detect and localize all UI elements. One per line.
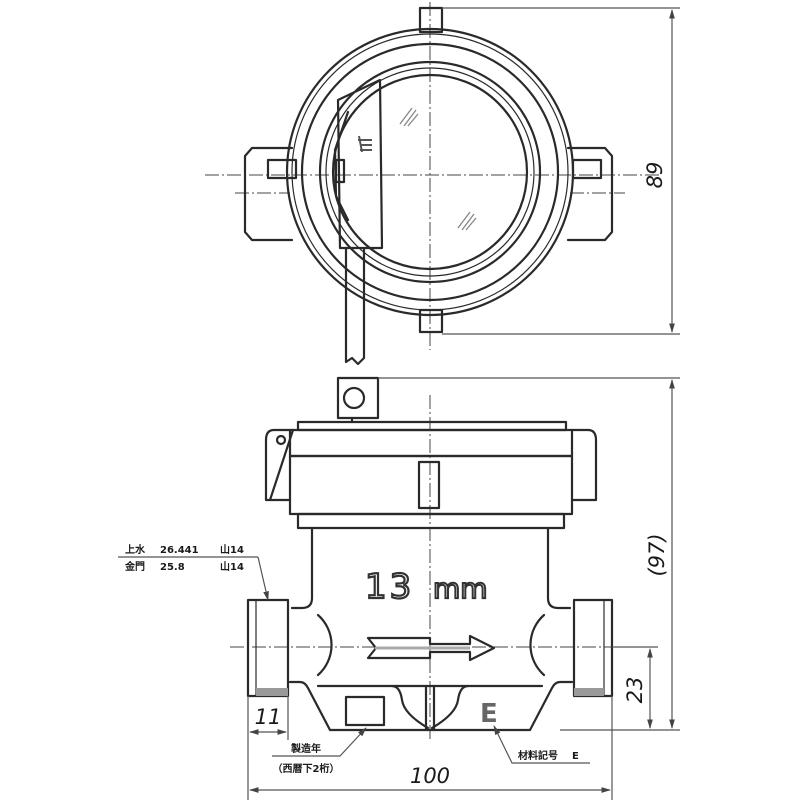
size-stamp-unit: mm <box>433 572 488 605</box>
svg-text:製造年: 製造年 <box>290 742 321 755</box>
svg-text:山14: 山14 <box>220 560 244 573</box>
thread-spec-callout: 上水 26.441 山14 金門 25.8 山14 <box>118 543 269 601</box>
svg-text:金門: 金門 <box>124 560 145 573</box>
svg-text:25.8: 25.8 <box>160 562 185 573</box>
register-symbol-icon <box>358 135 372 153</box>
dimension-height-front: (97) <box>645 533 669 576</box>
dimension-height-top: 89 <box>643 162 667 189</box>
top-view: 89 <box>205 2 680 366</box>
svg-text:上水: 上水 <box>125 543 146 556</box>
manufacture-year-callout: 製造年 （西暦下2桁） <box>272 727 367 775</box>
dimension-thread-length: 11 <box>255 705 282 729</box>
front-view: 13 mm E (97) 23 11 100 上水 26. <box>118 376 680 800</box>
svg-text:材料記号: 材料記号 <box>518 749 558 762</box>
dimension-pipe-center: 23 <box>623 677 647 704</box>
svg-text:（西暦下2桁）: （西暦下2桁） <box>273 762 340 775</box>
glass-hatch-icon <box>399 107 477 231</box>
dimension-overall-width: 100 <box>410 764 450 788</box>
svg-text:26.441: 26.441 <box>160 545 199 556</box>
material-mark: E <box>480 699 498 729</box>
svg-text:E: E <box>572 751 579 762</box>
size-stamp-number: 13 <box>365 567 414 607</box>
material-code-callout: 材料記号 E <box>493 725 590 764</box>
flow-direction-arrow-icon <box>366 634 496 662</box>
svg-text:山14: 山14 <box>220 543 244 556</box>
